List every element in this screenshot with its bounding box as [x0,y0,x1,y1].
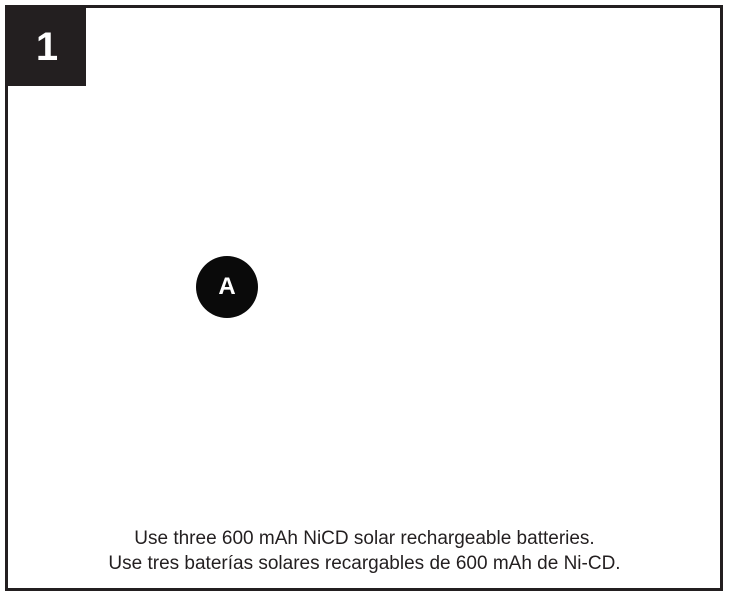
caption-english: Use three 600 mAh NiCD solar rechargeabl… [134,528,595,549]
callout-label: A [196,256,258,318]
caption-spanish: Use tres baterías solares recargables de… [108,553,621,574]
instruction-panel: 1 [5,5,723,591]
step-number-badge: 1 [8,8,86,86]
